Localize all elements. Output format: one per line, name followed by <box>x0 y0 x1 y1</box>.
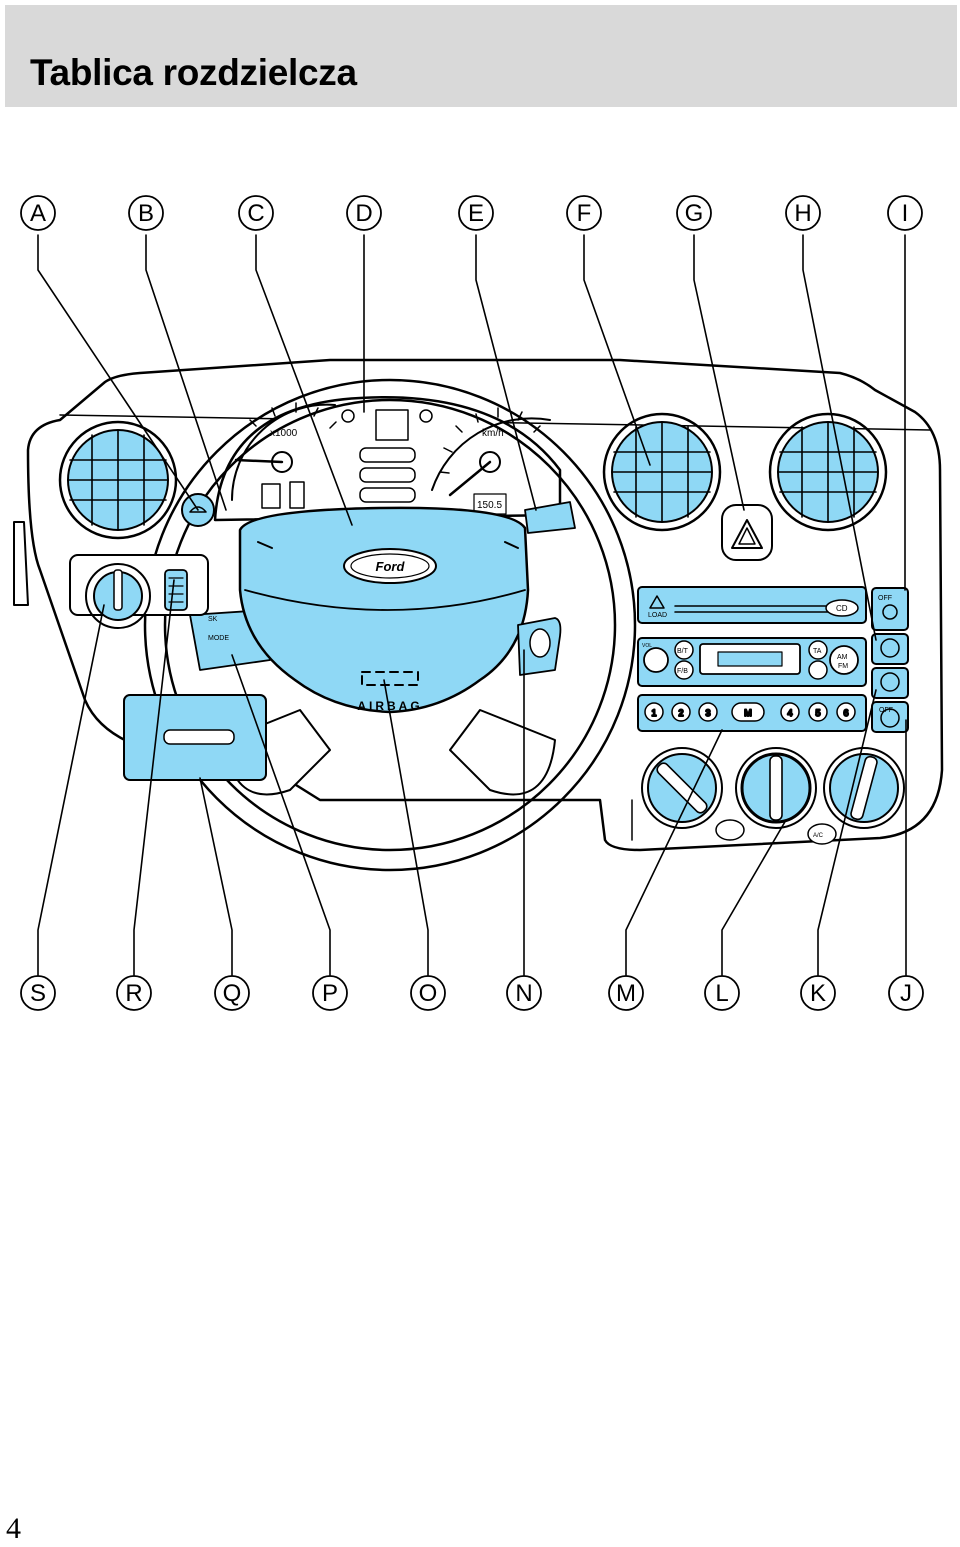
callout-h: H <box>794 200 811 227</box>
ac-button-label: A/C <box>813 833 824 839</box>
callout-d: D <box>355 200 372 227</box>
hazard-warning-button <box>721 504 773 561</box>
bottom-callout-circle-r <box>116 975 152 1011</box>
speedo-unit-label: km/h <box>482 428 504 439</box>
dashboard-text: x1000 km/h 150.5 Ford AIRBAG SK MODE LOA… <box>208 428 893 839</box>
odometer-label: 150.5 <box>477 500 502 511</box>
top-callout-circle-e <box>458 195 494 231</box>
top-callout-circle-g <box>676 195 712 231</box>
callout-k: K <box>810 980 826 1007</box>
top-callout-circle-b <box>128 195 164 231</box>
bottom-callout-circle-p <box>312 975 348 1011</box>
callout-n: N <box>515 980 532 1007</box>
callout-s: S <box>30 980 46 1007</box>
callout-c: C <box>247 200 264 227</box>
stalk-mode-label: MODE <box>208 635 229 642</box>
callout-i: I <box>902 200 909 227</box>
radio-fm-label: FM <box>838 663 848 670</box>
radio-bt-label: B/T <box>677 648 689 655</box>
preset-label-2: 2 <box>678 708 683 718</box>
callout-o: O <box>419 980 438 1007</box>
lighting-switch-panel <box>69 554 209 629</box>
bottom-callout-circle-l <box>704 975 740 1011</box>
callout-b: B <box>138 200 154 227</box>
bottom-callout-circle-s <box>20 975 56 1011</box>
storage-compartment <box>123 694 267 781</box>
preset-button-m <box>731 702 765 722</box>
preset-label-m: M <box>744 708 752 718</box>
radio-am-label: AM <box>837 654 848 661</box>
climate-controls <box>641 747 905 845</box>
wiper-stalk <box>524 501 576 534</box>
top-callout-circle-c <box>238 195 274 231</box>
preset-button-6 <box>836 702 856 722</box>
radio-ta-label: TA <box>813 648 822 655</box>
stalk-sk-label: SK <box>208 616 218 623</box>
preset-label-3: 3 <box>705 708 710 718</box>
center-air-vent <box>602 412 722 532</box>
callout-g: G <box>685 200 704 227</box>
tacho-unit-label: x1000 <box>270 428 298 439</box>
preset-buttons: 1 2 3 M 4 5 6 <box>644 702 856 722</box>
bottom-callout-circle-q <box>214 975 250 1011</box>
ignition-lock <box>517 617 562 676</box>
page-title: Tablica rozdzielcza <box>30 52 357 93</box>
radio-cd-label: CD <box>836 604 848 613</box>
callouts-top: A B C D E F G H I <box>20 195 923 231</box>
left-air-vent <box>58 420 178 540</box>
switch-off-label-top: OFF <box>878 595 892 602</box>
callout-q: Q <box>223 980 242 1007</box>
radio-load-label: LOAD <box>648 612 667 619</box>
radio-vol-label: VOL <box>642 643 652 649</box>
callout-r: R <box>125 980 142 1007</box>
preset-button-2 <box>671 702 691 722</box>
airbag-steering-hub <box>238 506 530 714</box>
top-callout-circle-a <box>20 195 56 231</box>
callout-leaders <box>37 234 907 976</box>
radio-fb-label: F/B <box>677 668 688 675</box>
preset-label-5: 5 <box>815 708 820 718</box>
callout-j: J <box>900 980 912 1007</box>
right-switch-column <box>871 587 909 733</box>
header-band <box>5 5 957 107</box>
preset-label-1: 1 <box>651 708 656 718</box>
bottom-callout-circle-n <box>506 975 542 1011</box>
preset-button-3 <box>698 702 718 722</box>
preset-button-5 <box>808 702 828 722</box>
bottom-callout-circle-j <box>888 975 924 1011</box>
right-air-vent <box>768 412 888 532</box>
bottom-callout-circle-m <box>608 975 644 1011</box>
switch-off-label-bottom: OFF <box>879 707 893 714</box>
callout-p: P <box>322 980 338 1007</box>
callout-a: A <box>30 200 46 227</box>
bottom-callout-circle-o <box>410 975 446 1011</box>
top-callout-circle-f <box>566 195 602 231</box>
preset-button-1 <box>644 702 664 722</box>
callout-e: E <box>468 200 484 227</box>
top-callout-circle-d <box>346 195 382 231</box>
top-callout-circle-h <box>785 195 821 231</box>
callout-l: L <box>715 980 728 1007</box>
center-warning-panel <box>341 409 433 503</box>
top-callout-circle-i <box>887 195 923 231</box>
page-number: 4 <box>6 1512 21 1545</box>
preset-label-6: 6 <box>843 708 848 718</box>
radio-unit: 1 2 3 M 4 5 6 <box>637 586 867 732</box>
brand-logo-text: Ford <box>376 559 406 574</box>
instrument-cluster <box>213 396 562 522</box>
callout-f: F <box>577 200 592 227</box>
airbag-label: AIRBAG <box>357 699 422 713</box>
speedometer <box>431 407 551 515</box>
dashboard-outline <box>26 358 944 852</box>
callout-m: M <box>616 980 636 1007</box>
bottom-callout-circle-k <box>800 975 836 1011</box>
tachometer <box>230 402 337 509</box>
preset-button-4 <box>780 702 800 722</box>
preset-label-4: 4 <box>787 708 792 718</box>
